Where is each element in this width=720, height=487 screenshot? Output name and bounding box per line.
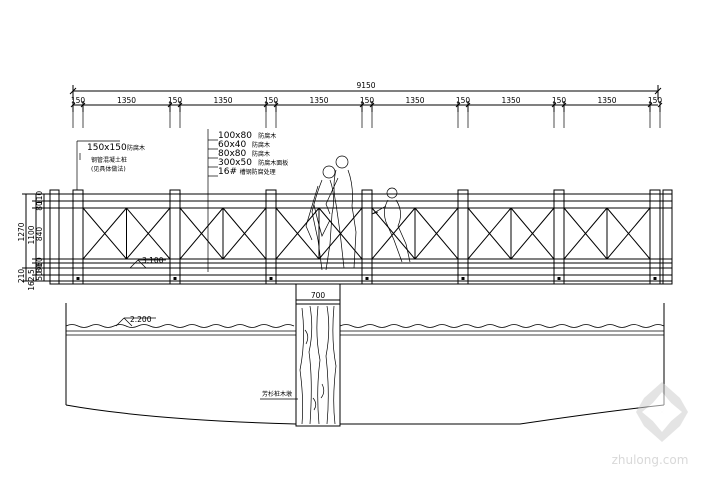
- post-cap: [265, 189, 277, 195]
- overall-dimension-label: 9150: [356, 81, 375, 90]
- segment-dimension-label: 1350: [597, 96, 616, 105]
- post-sub-label-1: 钢管混凝土桩: [91, 156, 127, 164]
- watermark-text: zhulong.com: [612, 453, 689, 467]
- segment-dimension-label: 1350: [309, 96, 328, 105]
- segment-dimension-label: 1350: [117, 96, 136, 105]
- railing-brace: [222, 207, 267, 260]
- post-sub-label-2: (见具体做法): [91, 165, 126, 173]
- post-cap: [457, 189, 469, 195]
- height-part-3: 840: [35, 227, 44, 242]
- post-bolt: [653, 277, 657, 280]
- lower-left-label: 210: [17, 269, 26, 284]
- segment-dimension-label: 1350: [213, 96, 232, 105]
- segment-dimension-label: 1350: [405, 96, 424, 105]
- railing-post: [553, 189, 565, 285]
- segment-dimension-label: 150: [552, 96, 567, 105]
- railing-post: [72, 189, 84, 285]
- spec-note-label: 防腐木面板: [258, 159, 288, 167]
- spec-size-label: 100x80: [218, 131, 252, 141]
- railing-post: [649, 189, 661, 285]
- pier-label: 芳杉桩木墩: [262, 390, 292, 398]
- height-part-1: 110: [35, 191, 44, 206]
- post-cap: [649, 189, 661, 195]
- post-bolt: [76, 277, 80, 280]
- spec-note-label: 防腐木: [252, 141, 270, 149]
- railing-post: [169, 189, 181, 285]
- spec-size-label: 80x80: [218, 149, 247, 159]
- segment-dimension-label: 1350: [501, 96, 520, 105]
- deck-elevation-label: 3.100: [142, 256, 164, 265]
- railing-brace: [414, 207, 459, 260]
- watermark-logo-icon: [636, 382, 688, 442]
- post-material-label: 防腐木: [127, 144, 145, 152]
- railing-brace: [126, 207, 171, 260]
- end-post-left: [49, 189, 60, 285]
- lower-part-1: 162.5: [27, 269, 36, 291]
- height-part-5: 80: [35, 263, 44, 273]
- spec-size-label: 16#: [218, 167, 237, 177]
- height-total-label: 1270: [17, 222, 26, 241]
- segment-dimension-label: 150: [264, 96, 279, 105]
- segment-dimension-label: 150: [168, 96, 183, 105]
- railing-brace: [467, 207, 512, 260]
- height-part-2: 80: [35, 201, 44, 211]
- railing-brace: [510, 207, 555, 260]
- railing-brace: [82, 207, 127, 260]
- post-cap: [361, 189, 373, 195]
- post-bolt: [365, 277, 369, 280]
- water-elevation-marker: 2.200: [115, 315, 156, 327]
- segment-dimension-label: 150: [648, 96, 663, 105]
- railing-brace: [606, 207, 651, 260]
- post-bolt: [269, 277, 273, 280]
- spec-note-label: 槽钢防腐处理: [240, 168, 276, 176]
- river-bed: [65, 303, 665, 425]
- height-dimensions: 1270 1100 110 80 840 60 80 210 162.5 50: [17, 191, 50, 291]
- post-cap: [169, 189, 181, 195]
- post-size-label: 150x150: [87, 143, 127, 153]
- lower-part-2: 50: [35, 271, 44, 281]
- deck-elevation-marker: 3.100: [129, 256, 166, 269]
- people-figures: [305, 155, 411, 271]
- end-post-right: [662, 189, 673, 285]
- spec-size-label: 60x40: [218, 140, 247, 150]
- post-callout: 150x150 防腐木 钢管混凝土桩 (见具体做法): [76, 140, 145, 190]
- post-bolt: [173, 277, 177, 280]
- segment-dimension-label: 150: [360, 96, 375, 105]
- height-part-4: 60: [35, 257, 44, 267]
- railing-brace: [371, 207, 416, 260]
- extension-lines: [72, 112, 661, 128]
- pier: 700 芳杉桩木墩: [260, 284, 341, 427]
- spec-note-label: 防腐木: [258, 132, 276, 140]
- overall-dimension: 9150: [69, 81, 662, 100]
- railing-post: [265, 189, 277, 285]
- railing: [49, 189, 673, 285]
- segment-dimension-label: 150: [71, 96, 86, 105]
- railing-brace: [275, 207, 320, 260]
- spec-note-label: 防腐木: [252, 150, 270, 158]
- railing-brace: [179, 207, 224, 260]
- water-surface: [65, 324, 665, 336]
- water-elevation-label: 2.200: [130, 315, 152, 324]
- segment-dimensions: 150 1350 150 1350 150 1350 150 1350 150 1350 150 13…: [70, 96, 663, 112]
- railing-post: [361, 189, 373, 285]
- segment-dimension-label: 150: [456, 96, 471, 105]
- pier-width-label: 700: [311, 291, 326, 300]
- railing-brace: [563, 207, 608, 260]
- spec-size-label: 300x50: [218, 158, 252, 168]
- watermark: zhulong.com: [612, 382, 689, 467]
- height-upper-label: 1100: [27, 225, 36, 244]
- post-cap: [72, 189, 84, 195]
- post-cap: [553, 189, 565, 195]
- post-bolt: [461, 277, 465, 280]
- railing-post: [457, 189, 469, 285]
- post-bolt: [557, 277, 561, 280]
